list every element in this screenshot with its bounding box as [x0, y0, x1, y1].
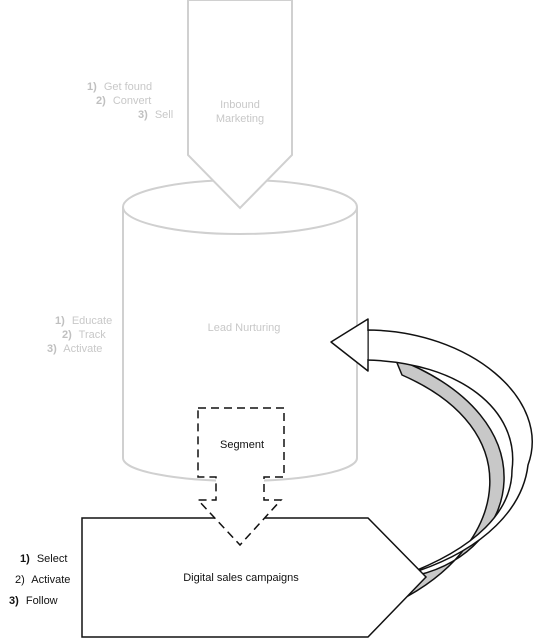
campaign-step-1-num: 1)	[20, 553, 30, 565]
campaigns-arrow-shape	[81, 517, 428, 638]
digital-sales-campaigns-shape: Digital sales campaigns	[81, 517, 428, 638]
inbound-step-3: 3) Sell	[138, 109, 173, 121]
inbound-step-2-label: Convert	[113, 95, 152, 107]
inbound-step-1-label: Get found	[104, 81, 152, 93]
inbound-step-2: 2) Convert	[96, 95, 151, 107]
campaign-step-3: 3) Follow	[9, 595, 58, 607]
nurturing-steps: 1) Educate 2) Track 3) Activate	[47, 315, 112, 355]
inbound-arrow-shape	[187, 0, 293, 210]
campaign-steps: 1) Select 2) Activate 3) Follow	[9, 553, 70, 607]
campaign-step-3-label: Follow	[26, 595, 58, 607]
campaign-step-2-num: 2)	[15, 574, 25, 586]
return-arrow	[330, 318, 533, 597]
segment-label: Segment	[220, 439, 264, 451]
segment-arrow: Segment	[196, 407, 285, 547]
campaign-step-2: 2) Activate	[15, 574, 70, 586]
nurturing-step-2-label: Track	[79, 329, 107, 341]
campaign-step-1: 1) Select	[20, 553, 67, 565]
nurturing-step-1-num: 1)	[55, 315, 65, 327]
nurturing-step-1-label: Educate	[72, 315, 112, 327]
campaign-step-1-label: Select	[37, 553, 68, 565]
inbound-title-line1: Inbound	[220, 99, 260, 111]
campaigns-title: Digital sales campaigns	[183, 572, 299, 584]
inbound-step-3-label: Sell	[155, 109, 173, 121]
inbound-title-line2: Marketing	[216, 113, 264, 125]
lead-nurturing-title: Lead Nurturing	[208, 322, 281, 334]
inbound-step-1: 1) Get found	[87, 81, 152, 93]
return-arrow-head	[330, 318, 369, 372]
campaign-step-3-num: 3)	[9, 595, 19, 607]
nurturing-step-3-label: Activate	[63, 343, 102, 355]
nurturing-step-3-num: 3)	[47, 343, 57, 355]
nurturing-step-3: 3) Activate	[47, 343, 102, 355]
nurturing-step-2: 2) Track	[62, 329, 106, 341]
nurturing-step-1: 1) Educate	[55, 315, 112, 327]
nurturing-step-2-num: 2)	[62, 329, 72, 341]
inbound-steps: 1) Get found 2) Convert 3) Sell	[87, 81, 173, 121]
inbound-marketing-arrow: Inbound Marketing	[187, 0, 293, 210]
campaign-step-2-label: Activate	[31, 574, 70, 586]
inbound-step-2-num: 2)	[96, 95, 106, 107]
return-arrow-body	[365, 329, 533, 577]
segment-arrow-shape	[196, 407, 285, 547]
inbound-step-1-num: 1)	[87, 81, 97, 93]
inbound-step-3-num: 3)	[138, 109, 148, 121]
